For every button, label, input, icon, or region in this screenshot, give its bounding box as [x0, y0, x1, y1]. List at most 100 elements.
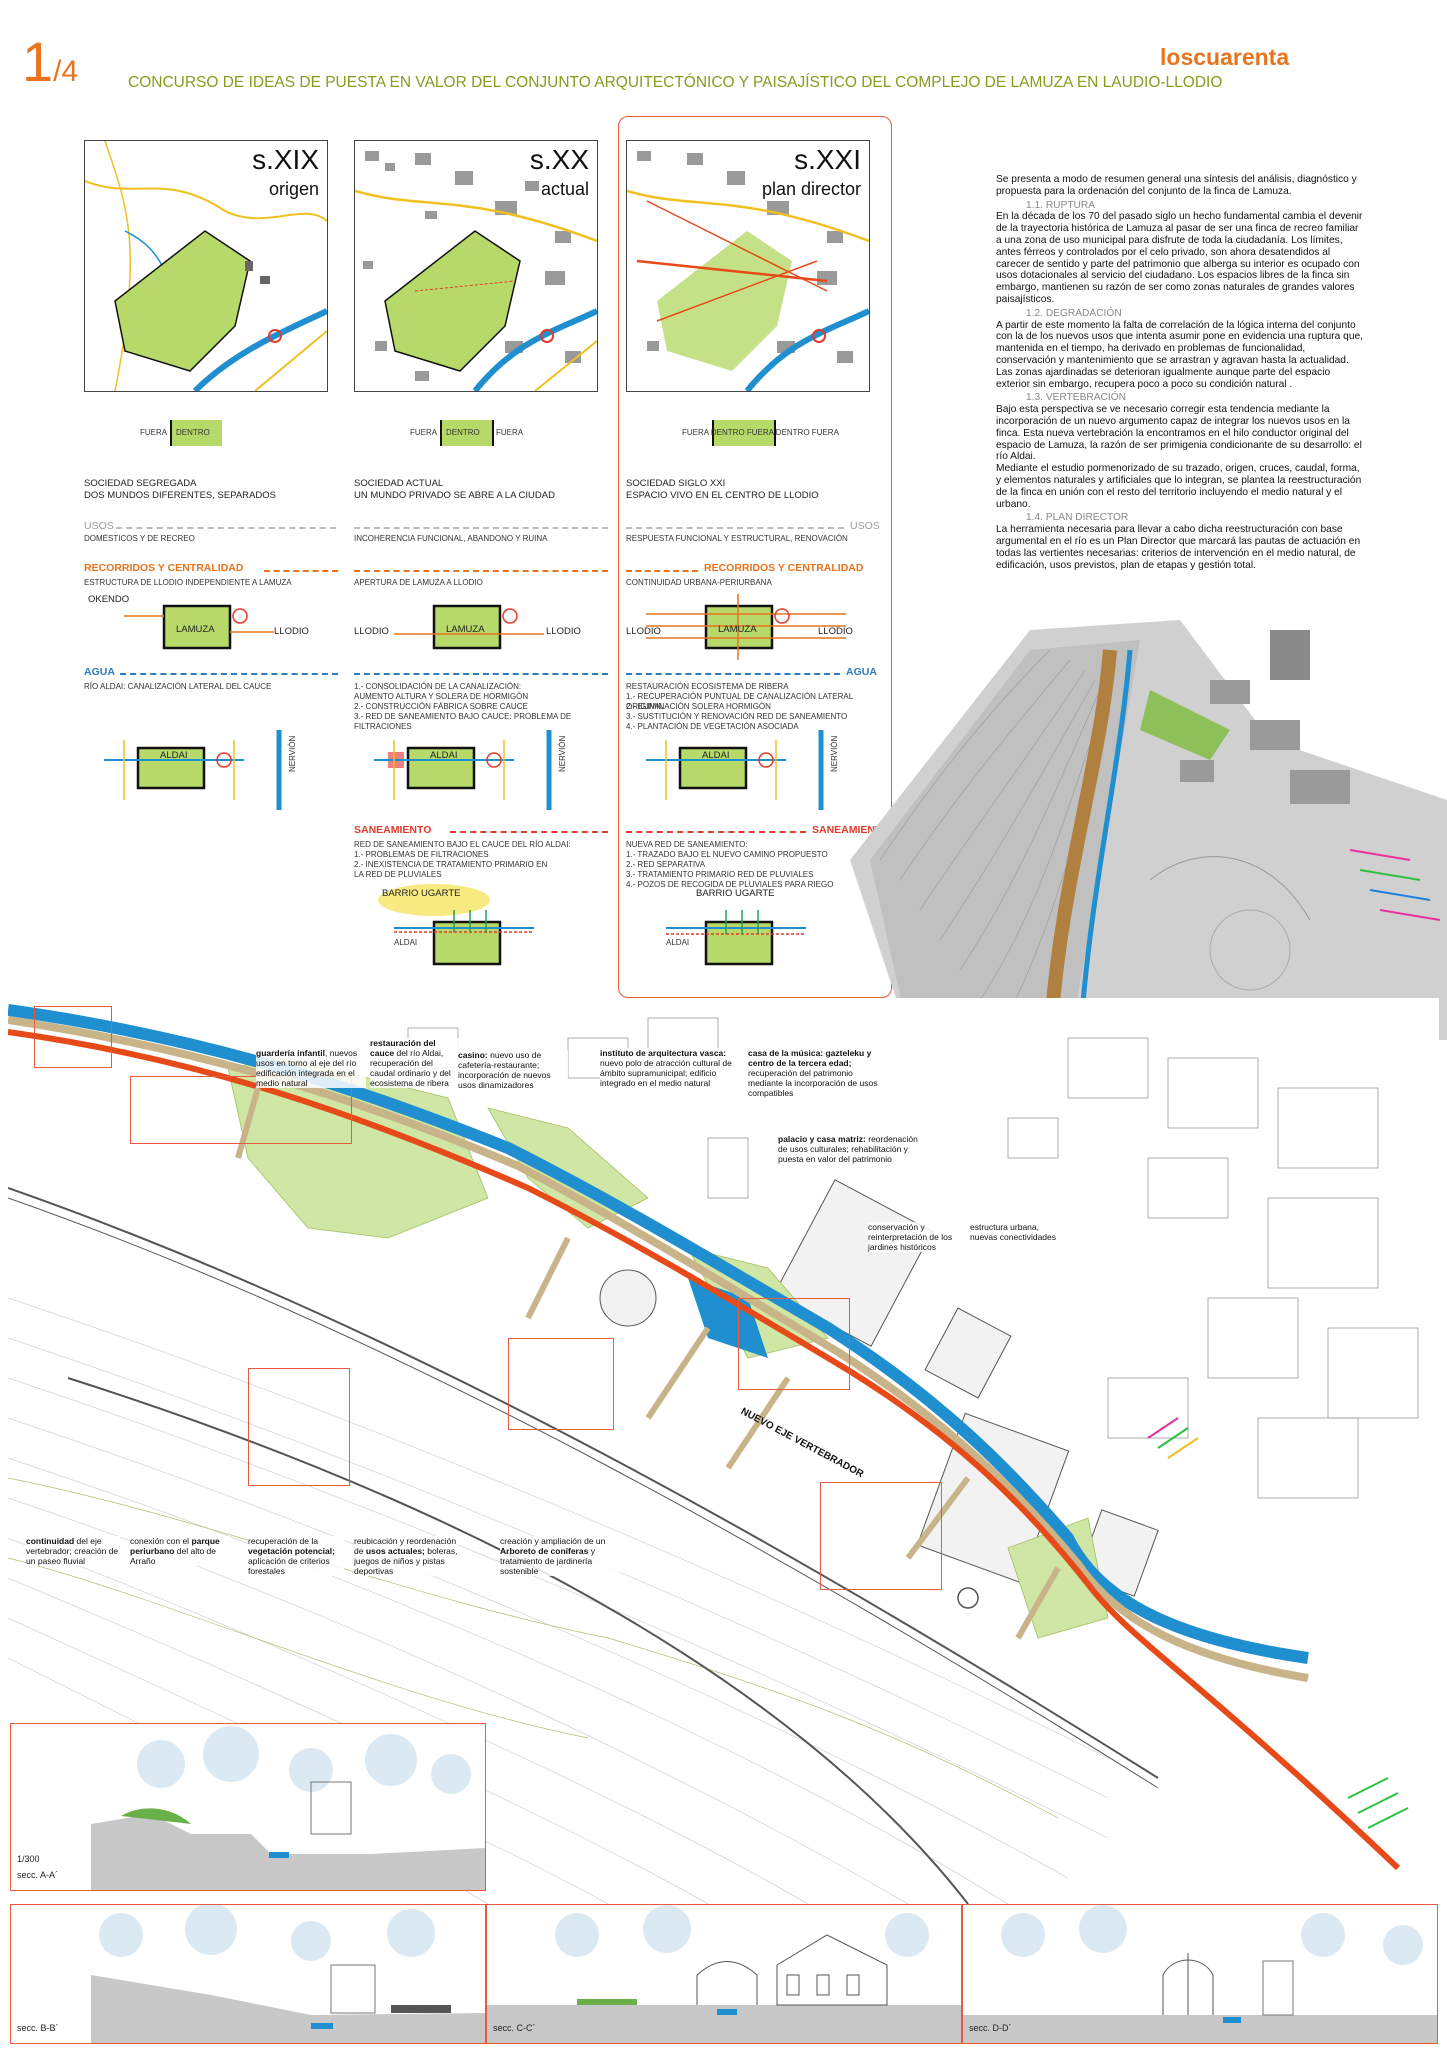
agua-item: 2.- ELIMINACIÓN SOLERA HORMIGÓN [626, 702, 771, 711]
recorridos-text: APERTURA DE LAMUZA A LLODIO [354, 578, 483, 587]
aldai-label: ALDAI [160, 750, 188, 761]
highlight-box [34, 1006, 112, 1068]
agua-diagram-2 [374, 730, 552, 810]
saneamiento-item: 1.- TRAZADO BAJO EL NUEVO CAMINO PROPUES… [626, 850, 828, 859]
aldai-label: ALDAI [430, 750, 458, 761]
section-label-a: secc. A-A´ [17, 1870, 59, 1880]
note-conexion: conexión con el parque periurbano del al… [130, 1536, 230, 1566]
note-pre: reubicación y reordenación de [354, 1536, 457, 1556]
saneamiento-text: RED DE SANEAMIENTO BAJO EL CAUCE DEL RÍO… [354, 840, 571, 849]
llodio-label-left: LLODIO [354, 626, 389, 637]
usos-text: INCOHERENCIA FUNCIONAL, ABANDONO Y RUINA [354, 534, 548, 543]
intro-section-body: A partir de este momento la falta de cor… [996, 319, 1363, 390]
usos-dash [116, 527, 336, 529]
saneamiento-item: 4.- POZOS DE RECOGIDA DE PLUVIALES PARA … [626, 880, 834, 889]
saneamiento-diagram-2 [378, 884, 534, 966]
agua-diagram-1 [104, 730, 282, 810]
agua-text: RÍO ALDAI: CANALIZACIÓN LATERAL DEL CAUC… [84, 682, 272, 691]
agua-dash [354, 673, 608, 675]
society-line-1: SOCIEDAD SIGLO XXI [626, 478, 726, 489]
intro-section: 1.3. VERTEBRACIÓN Bajo esta perspectiva … [996, 392, 1366, 510]
saneamiento-dash [626, 831, 806, 833]
note-text: del eje vertebrador; creación de un pase… [26, 1536, 119, 1566]
scheme-column-3: FUERA DENTRO FUERA DENTRO FUERA SOCIEDAD… [626, 410, 890, 970]
agua-item: 3.- SUSTITUCIÓN Y RENOVACIÓN RED DE SANE… [626, 712, 848, 721]
intro-section-body: En la década de los 70 del pasado siglo … [996, 211, 1363, 305]
map-s-xix: s.XIX origen [84, 140, 328, 392]
sheet-number-total: /4 [53, 55, 79, 88]
llodio-label: LLODIO [274, 626, 309, 637]
society-line-2: DOS MUNDOS DIFERENTES, SEPARADOS [84, 490, 276, 501]
section-label-c: secc. C-C´ [493, 2023, 536, 2033]
map-s-xix-drawing [85, 141, 327, 391]
note-bold: usos actuales; [365, 1546, 425, 1556]
saneamiento-item: 2.- INEXISTENCIA DE TRATAMIENTO PRIMARIO… [354, 860, 548, 879]
recorridos-diagram-1 [124, 604, 274, 650]
agua-item: 1.- RECUPERACIÓN PUNTUAL DE CANALIZACIÓN… [626, 692, 853, 711]
barrio-label: BARRIO UGARTE [382, 888, 461, 899]
fuera-dentro-row: FUERA DENTRO FUERA DENTRO FUERA [682, 428, 839, 437]
saneamiento-dash [450, 831, 608, 833]
usos-text: DOMÉSTICOS Y DE RECREO [84, 534, 195, 543]
section-d-d: secc. D-D´ [962, 1904, 1438, 2044]
section-label-b: secc. B-B´ [17, 2023, 59, 2033]
recorridos-heading: RECORRIDOS Y CENTRALIDAD [704, 562, 864, 574]
map-s-xx: s.XX actual [354, 140, 598, 392]
intro-section-body: Bajo esta perspectiva se ve necesario co… [996, 404, 1362, 510]
dentro-swatch [712, 420, 776, 446]
society-line-2: ESPACIO VIVO EN EL CENTRO DE LLODIO [626, 490, 819, 501]
agua-heading: AGUA [84, 666, 115, 678]
note-text: estructura urbana, nuevas conectividades [970, 1222, 1057, 1242]
agua-item: 3.- RED DE SANEAMIENTO BAJO CAUCE: PROBL… [354, 712, 572, 731]
note-bold: continuidad [26, 1536, 75, 1546]
map-s-xxi: s.XXI plan director [626, 140, 870, 392]
terrain-3d-view [850, 620, 1447, 1040]
note-reubicacion: reubicación y reordenación de usos actua… [354, 1536, 458, 1576]
note-pre: conexión con el [130, 1536, 192, 1546]
usos-heading: USOS [84, 520, 114, 532]
scheme-column-2: FUERA DENTRO FUERA SOCIEDAD ACTUAL UN MU… [354, 410, 614, 970]
note-arboreto: creación y ampliación de un Arboreto de … [500, 1536, 620, 1576]
agua-item: 1.- CONSOLIDACIÓN DE LA CANALIZACIÓN: AU… [354, 682, 529, 701]
aldai-label: ALDAI [702, 750, 730, 761]
map-subtitle: actual [540, 179, 589, 199]
lamuza-label: LAMUZA [176, 624, 215, 635]
note-bold: casa de la música: gazteleku y centro de… [748, 1048, 872, 1068]
map-subtitle: plan director [761, 179, 861, 199]
note-pre: creación y ampliación de un [500, 1536, 606, 1546]
note-bold: restauración del cauce [370, 1038, 436, 1058]
master-plan-drawing [8, 1004, 1419, 1904]
note-bold: palacio y casa matriz: [778, 1134, 866, 1144]
scheme-column-1: FUERA DENTRO SOCIEDAD SEGREGADA DOS MUND… [84, 410, 344, 970]
page-title: CONCURSO DE IDEAS DE PUESTA EN VALOR DEL… [128, 74, 1223, 91]
note-bold: casino: [458, 1050, 488, 1060]
recorridos-text: ESTRUCTURA DE LLODIO INDEPENDIENTE A LAM… [84, 578, 292, 587]
highlight-box [738, 1298, 850, 1390]
note-guarderia: guardería infantil, nuevos usos en torno… [256, 1048, 366, 1088]
society-line-1: SOCIEDAD SEGREGADA [84, 478, 197, 489]
map-era: s.XIX [252, 144, 319, 175]
note-restauracion: restauración del cauce del río Aldai, re… [370, 1038, 460, 1088]
aldai-label-2: ALDAI [666, 938, 690, 947]
intro-lead: Se presenta a modo de resumen general un… [996, 174, 1357, 197]
note-text: conservación y reinterpretación de los j… [868, 1222, 953, 1252]
society-line-2: UN MUNDO PRIVADO SE ABRE A LA CIUDAD [354, 490, 555, 501]
section-b-b: secc. B-B´ [10, 1904, 486, 2044]
intro-text: Se presenta a modo de resumen general un… [996, 174, 1366, 573]
saneamiento-item: 2.- RED SEPARATIVA [626, 860, 706, 869]
intro-section-head: 1.4. PLAN DIRECTOR [1026, 512, 1129, 524]
brand-logo: loscuarenta [1160, 44, 1290, 70]
nervion-label: NERVIÓN [558, 735, 567, 772]
section-c-c: secc. C-C´ [486, 1904, 962, 2044]
agua-dash [120, 673, 338, 675]
agua-item: 4.- PLANTACIÓN DE VEGETACIÓN ASOCIADA [626, 722, 799, 731]
recorridos-dash [264, 570, 338, 572]
note-text: nuevo uso de cafetería-restaurante; inco… [458, 1050, 551, 1090]
highlight-box [130, 1076, 352, 1144]
intro-section: 1.2. DEGRADACIÓN A partir de este moment… [996, 308, 1366, 391]
note-text: aplicación de criterios forestales [248, 1556, 330, 1576]
barrio-label: BARRIO UGARTE [696, 888, 775, 899]
saneamiento-heading: SANEAMIENTO [812, 824, 890, 836]
nervion-label: NERVIÓN [830, 735, 839, 772]
note-bold: guardería infantil [256, 1048, 325, 1058]
